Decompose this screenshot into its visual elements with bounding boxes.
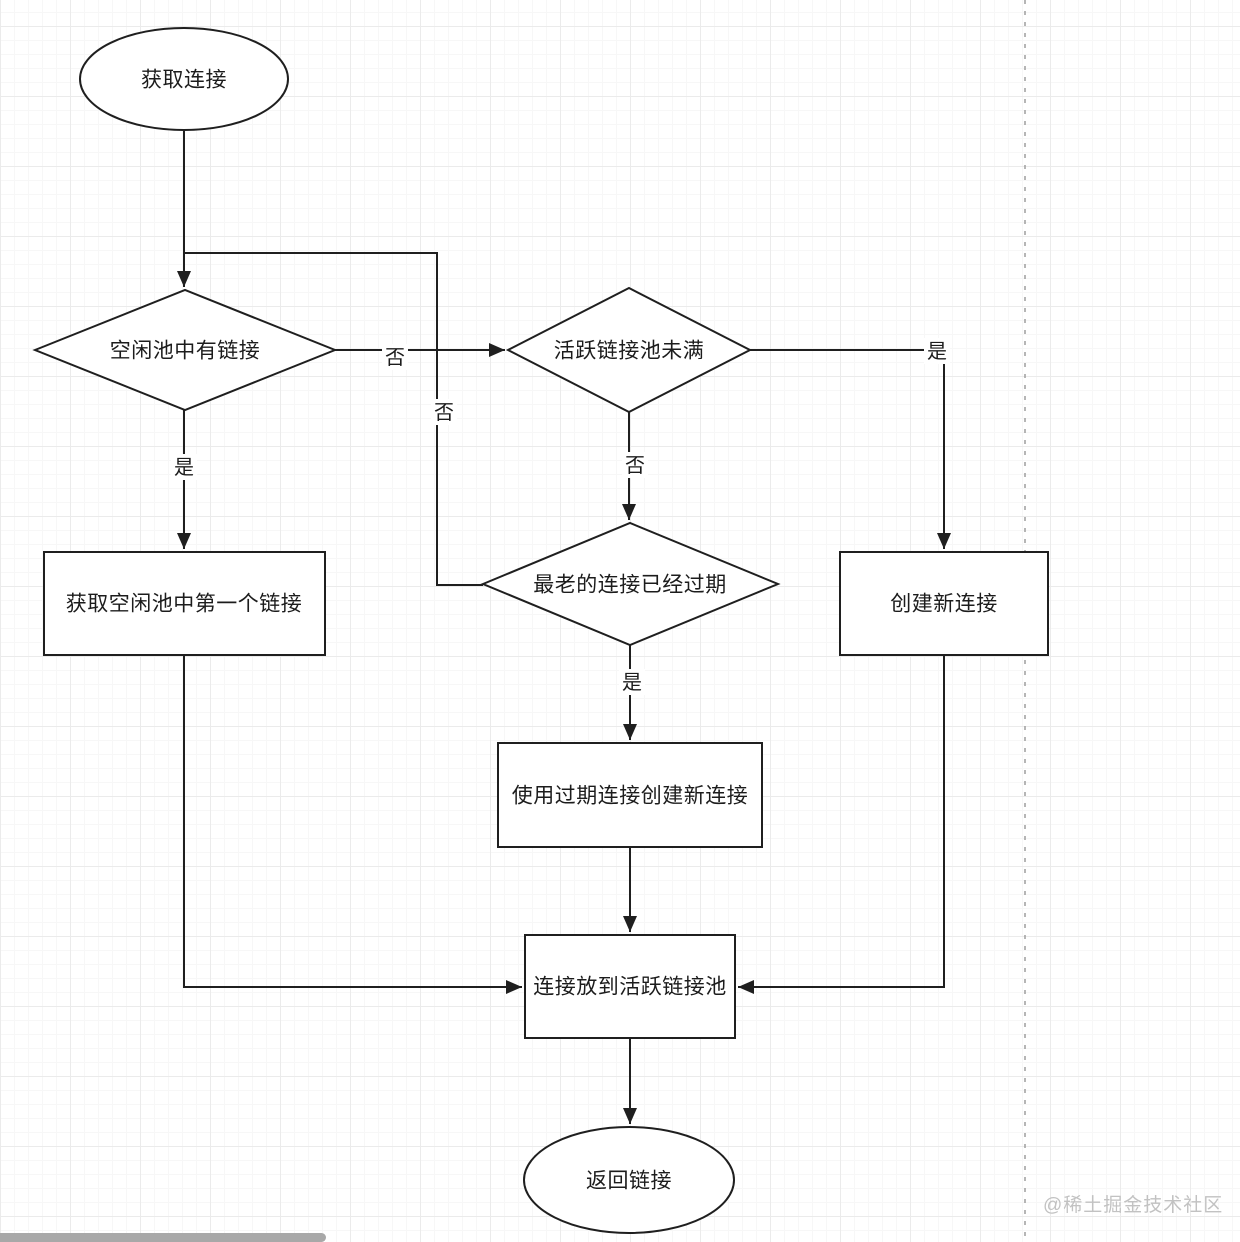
edge-label-active-no: 否	[625, 455, 645, 477]
node-label: 空闲池中有链接	[110, 340, 261, 363]
node-idle-has-link: 空闲池中有链接	[32, 288, 338, 412]
node-label: 获取空闲池中第一个链接	[66, 593, 303, 616]
node-create-new: 创建新连接	[839, 551, 1049, 656]
terminator-ellipse	[523, 1126, 735, 1234]
node-label: 使用过期连接创建新连接	[512, 785, 749, 808]
node-oldest-expired: 最老的连接已经过期	[480, 521, 781, 647]
node-active-pool-not-full: 活跃链接池未满	[505, 286, 753, 414]
node-create-from-expired: 使用过期连接创建新连接	[497, 742, 763, 848]
node-start: 获取连接	[79, 27, 289, 131]
edge-first-idle-to-active-pool	[183, 655, 522, 994]
edge-labels: 否 否 是 否 是 是	[171, 338, 950, 695]
edge-label-idle-yes: 是	[174, 457, 194, 479]
node-return-link: 返回链接	[523, 1126, 735, 1234]
node-label: 最老的连接已经过期	[533, 574, 727, 597]
edge-label-bg	[171, 454, 197, 480]
decision-diamond	[480, 521, 781, 647]
process-rect	[839, 551, 1049, 656]
edge-label-expired-yes: 是	[622, 672, 642, 694]
process-rect	[524, 934, 736, 1039]
process-rect	[497, 742, 763, 848]
node-label: 创建新连接	[890, 593, 998, 616]
decision-diamond	[505, 286, 753, 414]
edge-label-idle-no: 否	[385, 347, 405, 369]
node-get-first-idle: 获取空闲池中第一个链接	[43, 551, 326, 656]
edge-label-bg	[431, 399, 457, 425]
edge-label-bg	[622, 452, 648, 478]
node-put-in-active-pool: 连接放到活跃链接池	[524, 934, 736, 1039]
terminator-ellipse	[79, 27, 289, 131]
node-label: 返回链接	[586, 1170, 672, 1193]
edge-label-bg	[619, 669, 645, 695]
process-rect	[43, 551, 326, 656]
horizontal-scrollbar-thumb[interactable]	[0, 1233, 326, 1242]
edge-label-bg	[924, 338, 950, 364]
edge-label-expired-loop-no: 否	[434, 402, 454, 424]
edge-label-bg	[382, 344, 408, 370]
edge-active-yes	[750, 349, 951, 549]
edge-label-active-yes: 是	[927, 341, 947, 363]
node-label: 连接放到活跃链接池	[533, 976, 727, 999]
node-label: 活跃链接池未满	[554, 340, 705, 363]
watermark: @稀土掘金技术社区	[1043, 1195, 1224, 1216]
edge-create-new-to-active-pool	[738, 655, 945, 994]
node-label: 获取连接	[141, 69, 227, 92]
decision-diamond	[32, 288, 338, 412]
